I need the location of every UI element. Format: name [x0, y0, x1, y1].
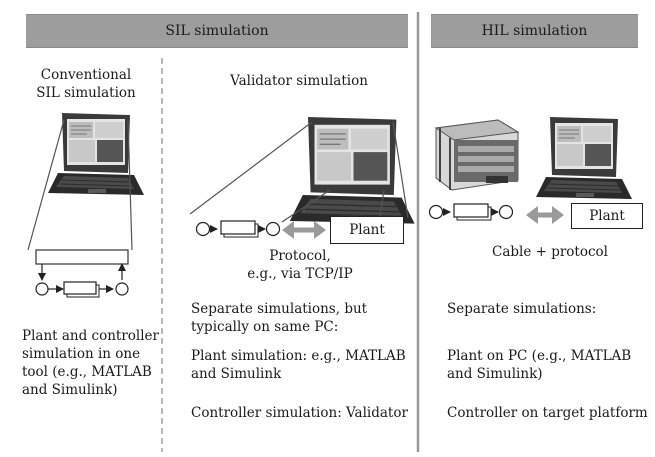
- hil-controller-simulation: Controller on target platform: [447, 405, 648, 421]
- cable-protocol-label: Cable + protocol: [491, 244, 608, 260]
- signal-block-icon: [195, 220, 281, 238]
- protocol-label: Protocol, e.g., via TCP/IP: [247, 248, 353, 282]
- signal-block-icon: [428, 203, 514, 221]
- double-arrow-icon: [526, 206, 564, 224]
- validator-description: Separate simulations, but typically on s…: [191, 301, 368, 335]
- sil-header: SIL simulation: [26, 14, 408, 48]
- validator-controller-simulation: Controller simulation: Validator: [191, 405, 408, 421]
- embedded-rack-icon: [434, 119, 520, 191]
- double-arrow-icon: [282, 221, 326, 239]
- laptop-icon: [535, 116, 633, 200]
- conventional-title: Conventional SIL simulation: [36, 67, 136, 101]
- hil-plant-box: Plant: [571, 203, 643, 229]
- validator-title: Validator simulation: [230, 73, 368, 89]
- hil-plant-simulation: Plant on PC (e.g., MATLAB and Simulink): [447, 348, 632, 382]
- conventional-description: Plant and controller simulation in one t…: [22, 328, 160, 398]
- laptop-icon: [289, 116, 416, 225]
- hil-description: Separate simulations:: [447, 301, 597, 317]
- model-frame: [35, 249, 129, 265]
- signal-block-icon: [35, 263, 129, 298]
- hil-header: HIL simulation: [431, 14, 638, 48]
- validator-plant-simulation: Plant simulation: e.g., MATLAB and Simul…: [191, 348, 406, 382]
- plant-box: Plant: [330, 216, 404, 244]
